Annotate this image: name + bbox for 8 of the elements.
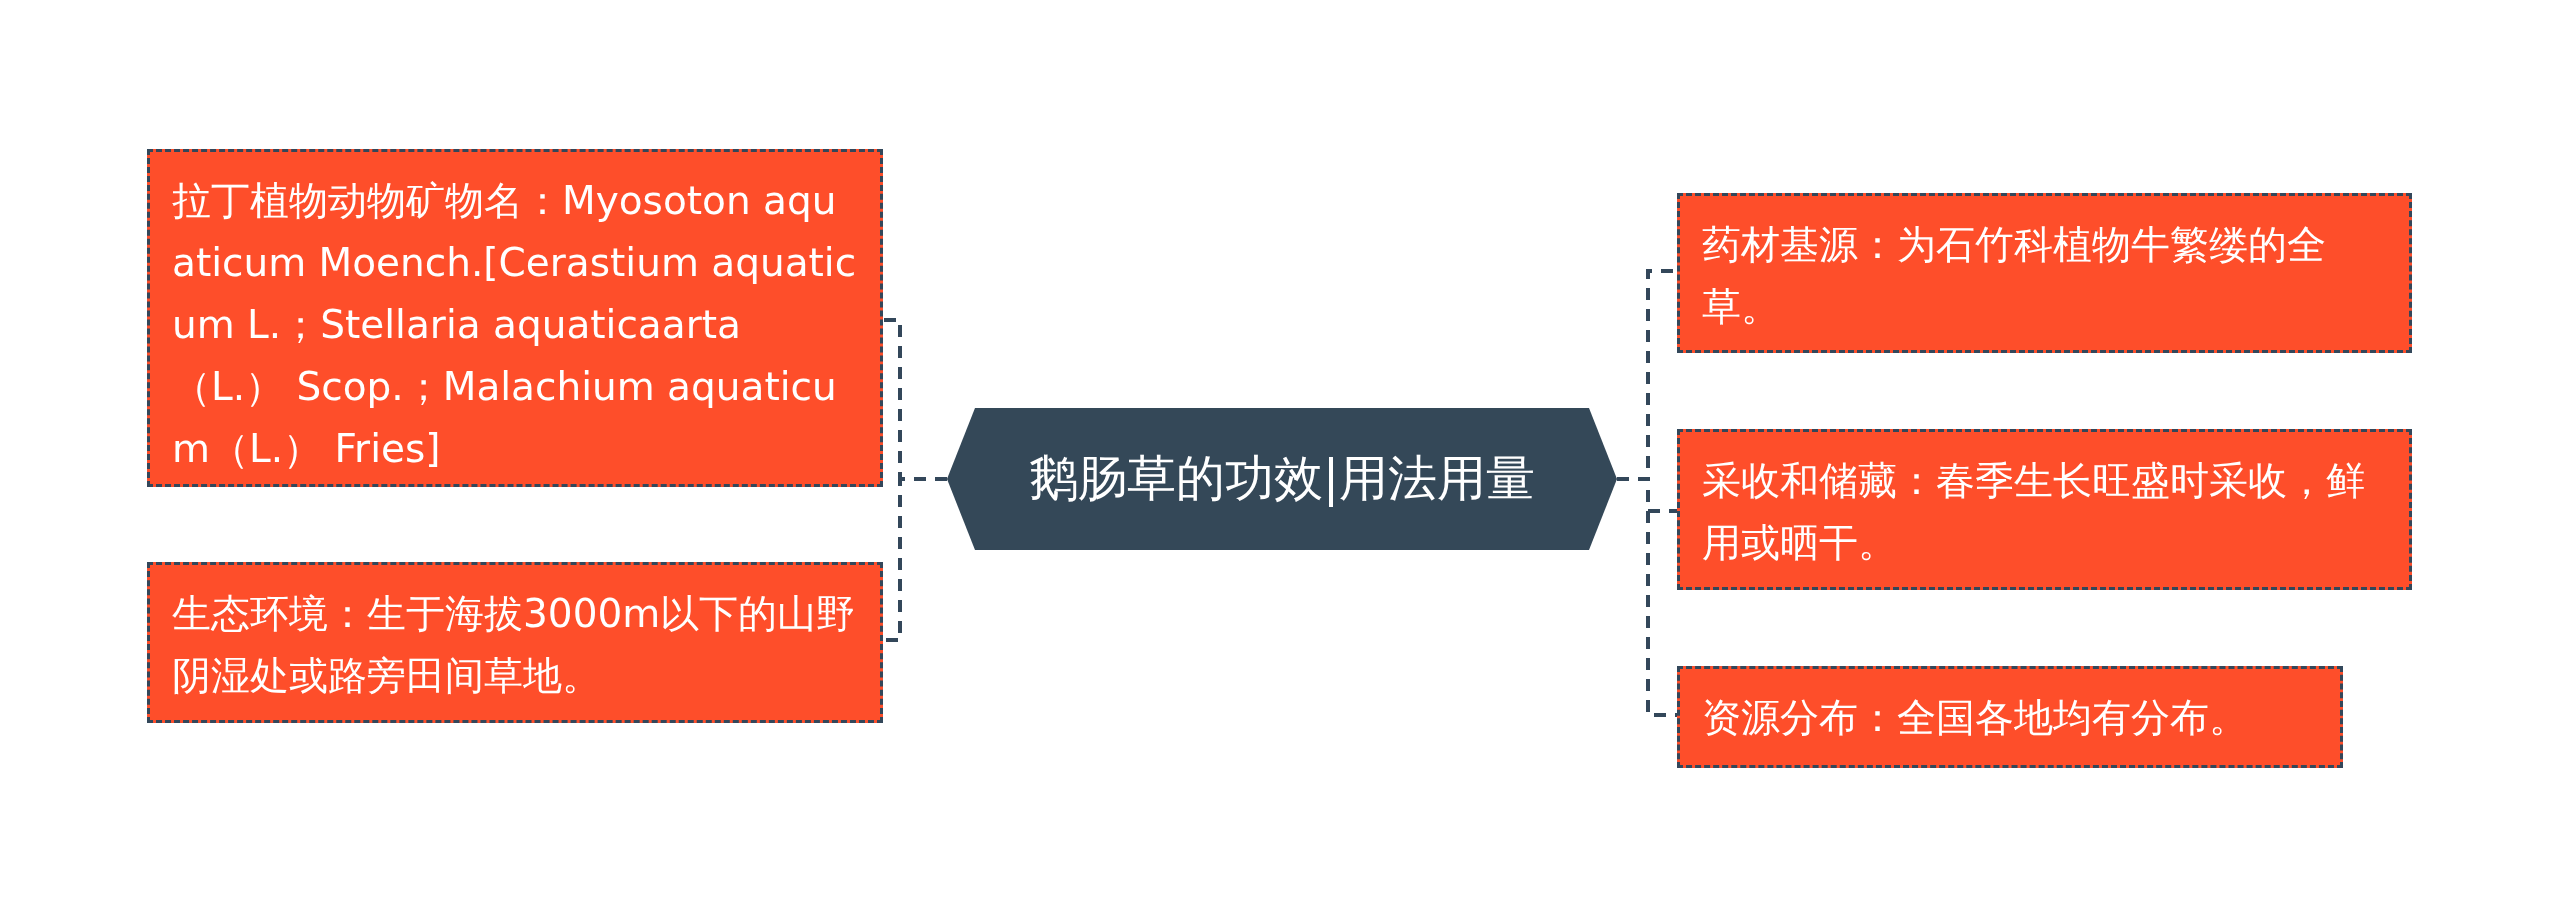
topic-title: 鹅肠草的功效|用法用量	[1027, 449, 1537, 509]
info-box: 拉丁植物动物矿物名：Myosoton aquaticum Moench.[Cerastium aquaticum L.；Stellaria aquaticaarta （L.） Scop.；Malachium aquaticum（L.） Fries]	[147, 149, 883, 487]
topic-hexagon	[947, 408, 1617, 550]
info-box: 采收和储藏：春季生长旺盛时采收，鲜用或晒干。	[1677, 429, 2412, 590]
connector-line	[883, 477, 947, 642]
info-box: 生态环境：生于海拔3000m以下的山野阴湿处或路旁田间草地。	[147, 562, 883, 723]
info-box: 药材基源：为石竹科植物牛繁缕的全草。	[1677, 193, 2412, 353]
info-box: 资源分布：全国各地均有分布。	[1677, 666, 2343, 768]
